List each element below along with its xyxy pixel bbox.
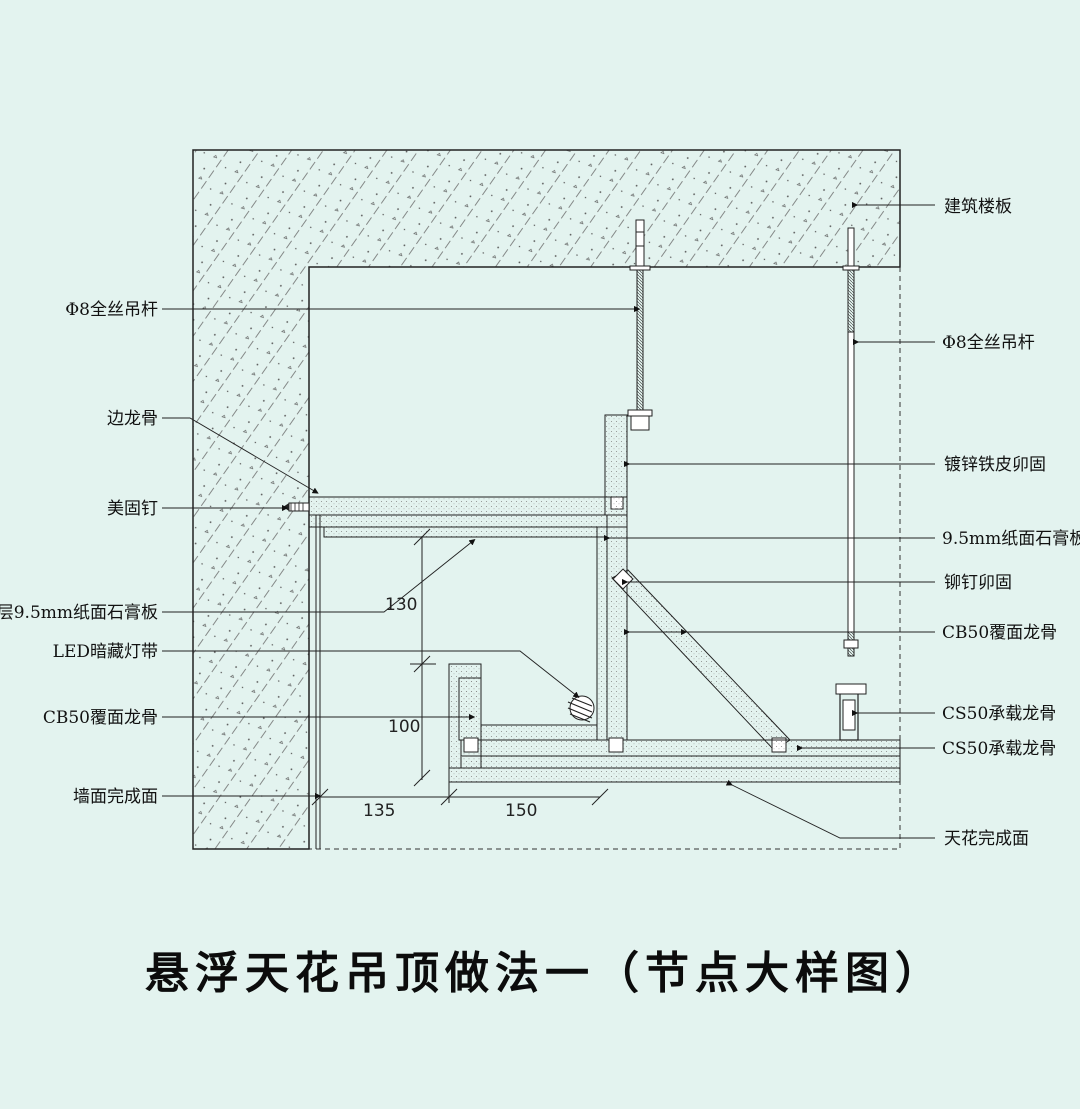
label-ceiling-finish: 天花完成面	[944, 829, 1029, 849]
hanger-rod-left	[627, 219, 653, 431]
concrete-slab-and-wall	[192, 149, 901, 850]
gypsum-board-vertical	[596, 526, 608, 741]
label-floor-slab: 建筑楼板	[944, 197, 1012, 217]
label-nail: 美固钉	[107, 499, 158, 519]
label-cb50-left: CB50覆面龙骨	[43, 708, 158, 728]
diagonal-brace	[611, 569, 791, 751]
dimension-150: 150	[505, 801, 537, 821]
dimension-100: 100	[388, 717, 420, 737]
room-outline-dashed	[309, 267, 901, 850]
ceiling-finish-board	[448, 767, 901, 783]
label-cs50-upper: CS50承载龙骨	[942, 704, 1056, 724]
hanger-rod-right	[835, 227, 867, 741]
dimension-lines	[311, 528, 609, 806]
edge-keel-horizontal	[308, 496, 628, 516]
dimension-130: 130	[385, 595, 417, 615]
label-cs50-lower: CS50承载龙骨	[942, 739, 1056, 759]
led-strip	[567, 695, 595, 723]
label-wall-finish: 墙面完成面	[73, 787, 158, 807]
label-double-gypsum: 双层9.5mm纸面石膏板	[0, 602, 158, 623]
label-rivet-clip: 铆钉卯固	[944, 573, 1012, 593]
drawing-title: 悬浮天花吊顶做法一（节点大样图）	[145, 948, 945, 999]
gypsum-board-top	[308, 514, 628, 528]
label-led-strip: LED暗藏灯带	[53, 642, 158, 662]
label-galvanized-clip: 镀锌铁皮卯固	[944, 455, 1046, 475]
leader-lines	[162, 201, 935, 839]
label-edge-keel: 边龙骨	[107, 409, 158, 429]
label-cb50-right: CB50覆面龙骨	[942, 623, 1057, 643]
label-hanger-rod-right: Φ8全丝吊杆	[942, 333, 1035, 353]
dimension-135: 135	[363, 801, 395, 821]
label-gypsum-board: 9.5mm纸面石膏板	[942, 528, 1080, 549]
label-hanger-rod-left: Φ8全丝吊杆	[65, 300, 158, 320]
